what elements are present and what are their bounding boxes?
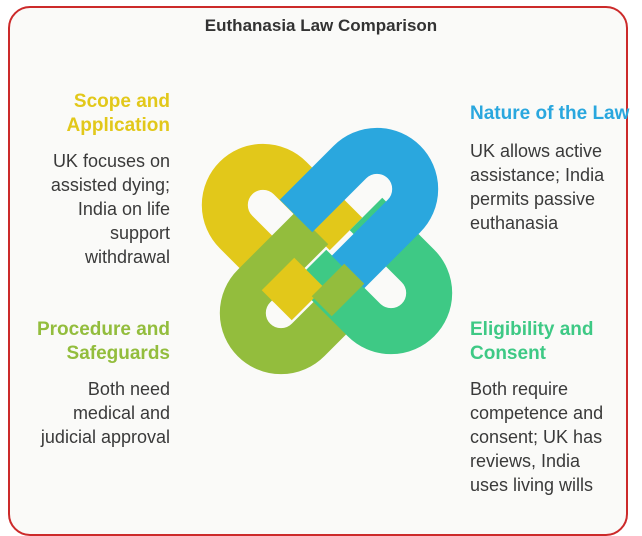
interlocking-knot-graphic [201,127,453,375]
green-loop [293,197,453,355]
nature-text-line: assistance; India [470,165,605,185]
eligibility-text-line: consent; UK has [470,427,603,447]
eligibility-text-line: Both require [470,379,569,399]
blue-loop [279,127,439,289]
scope-heading-line: Application [66,115,170,136]
procedure-heading: Procedure and Safeguards [37,318,170,366]
scope-text-line: support [109,223,170,243]
procedure-text-line: judicial approval [40,427,170,447]
olive-overlap [311,263,365,317]
procedure-text: Both need medical and judicial approval [41,377,170,449]
scope-heading-line: Scope and [73,91,170,112]
scope-text-line: India on life [77,199,170,219]
procedure-text-line: medical and [72,403,170,423]
eligibility-heading: Eligibility and Consent [470,318,594,366]
eligibility-heading-line: Consent [470,343,546,364]
scope-heading: Scope and Application [67,90,170,138]
eligibility-heading-line: Eligibility and [470,319,594,340]
nature-text-line: permits passive [470,189,596,209]
scope-text: UK focuses on assisted dying; India on l… [51,149,170,269]
scope-text-line: UK focuses on [52,151,170,171]
nature-text-line: UK allows active [470,141,603,161]
procedure-heading-line: Safeguards [66,343,170,364]
nature-text-line: euthanasia [470,213,559,233]
eligibility-text-line: reviews, India [470,451,581,471]
procedure-heading-line: Procedure and [36,319,170,340]
eligibility-text: Both require competence and consent; UK … [470,377,603,497]
scope-text-line: assisted dying; [50,175,170,195]
eligibility-text-line: uses living wills [470,475,594,495]
olive-loop [219,211,365,375]
eligibility-text-line: competence and [470,403,604,423]
nature-heading: Nature of the Law [470,102,629,126]
diagram-title: Euthanasia Law Comparison [204,16,438,35]
nature-heading-line: Nature of the Law [470,103,630,124]
nature-text: UK allows active assistance; India permi… [470,139,604,235]
yellow-loop [201,143,363,303]
procedure-text-line: Both need [87,379,170,399]
scope-text-line: withdrawal [84,247,170,267]
yellow-overlap [261,257,325,321]
